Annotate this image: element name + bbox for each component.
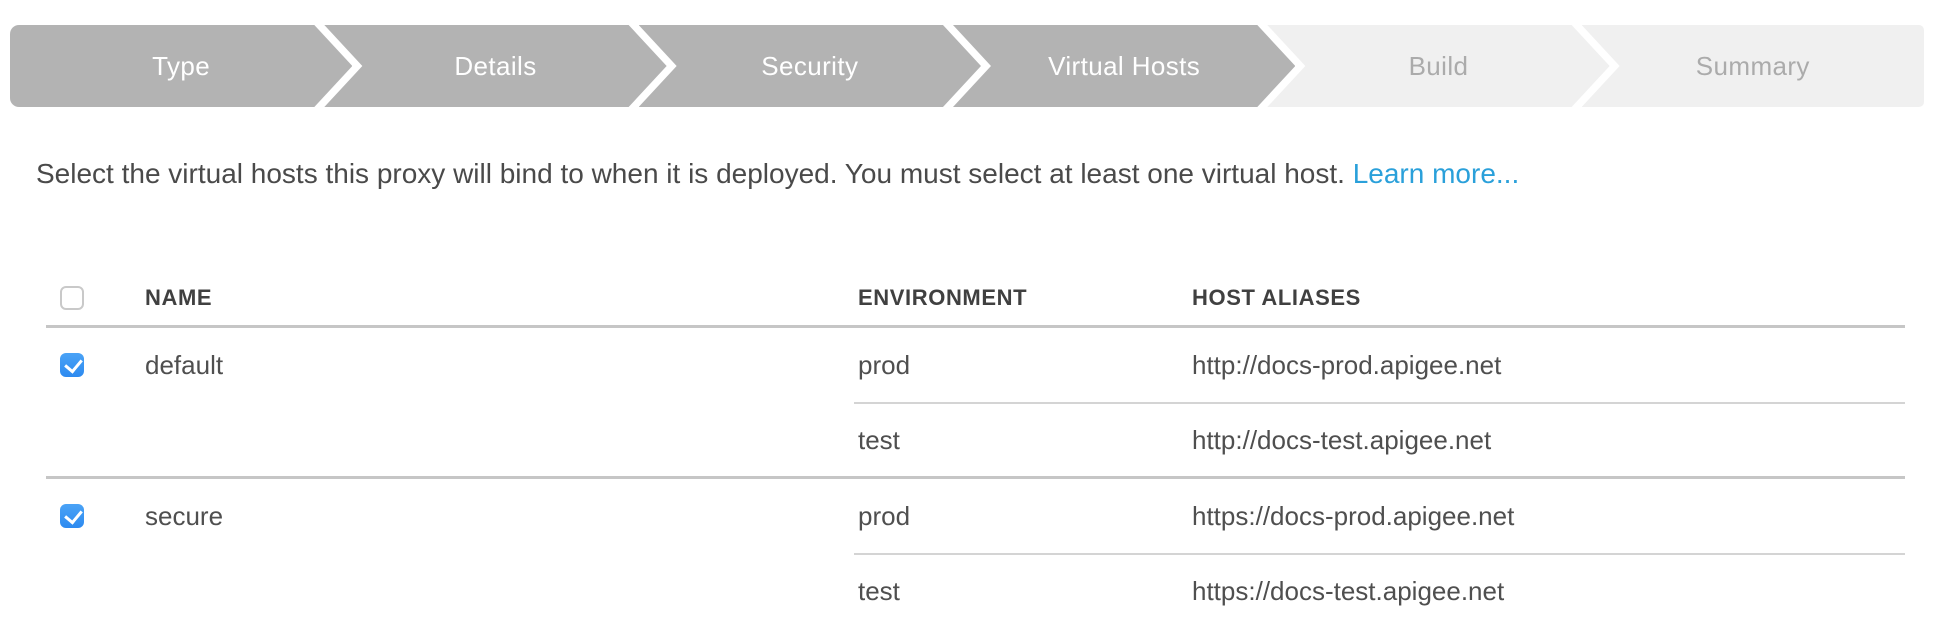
step-details[interactable]: Details (324, 25, 666, 107)
table-header-row: NAME ENVIRONMENT HOST ALIASES (46, 270, 1905, 328)
column-header-host-aliases: HOST ALIASES (1192, 284, 1361, 310)
row-checkbox-cell (46, 328, 145, 377)
environment-row: prod http://docs-prod.apigee.net (854, 328, 1905, 402)
row-checkbox-cell (46, 479, 145, 528)
learn-more-link[interactable]: Learn more... (1352, 158, 1520, 189)
host-alias-value: http://docs-test.apigee.net (1192, 424, 1492, 455)
virtual-host-name: default (145, 349, 224, 380)
virtual-host-secure-checkbox[interactable] (60, 504, 84, 528)
step-virtual-hosts-label: Virtual Hosts (1048, 50, 1201, 81)
step-build-label: Build (1408, 50, 1469, 81)
host-alias-value: https://docs-prod.apigee.net (1192, 500, 1515, 531)
step-build: Build (1267, 25, 1609, 107)
environment-row: test http://docs-test.apigee.net (854, 402, 1905, 476)
step-summary-label: Summary (1695, 50, 1810, 81)
table-row: secure prod https://docs-prod.apigee.net… (46, 479, 1905, 627)
column-header-name: NAME (145, 284, 213, 310)
step-type-label: Type (152, 50, 211, 81)
step-details-label: Details (454, 50, 537, 81)
environment-row: prod https://docs-prod.apigee.net (854, 479, 1905, 553)
select-all-checkbox[interactable] (60, 285, 84, 310)
step-type[interactable]: Type (10, 25, 352, 107)
step-security-label: Security (761, 50, 859, 81)
host-alias-value: https://docs-test.apigee.net (1192, 575, 1505, 606)
step-security[interactable]: Security (639, 25, 981, 107)
host-alias-value: http://docs-prod.apigee.net (1192, 349, 1502, 380)
virtual-host-default-checkbox[interactable] (60, 353, 84, 377)
step-summary: Summary (1581, 25, 1924, 107)
environment-value: prod (858, 349, 911, 380)
step-virtual-hosts[interactable]: Virtual Hosts (953, 25, 1295, 107)
select-all-cell (46, 285, 145, 310)
step-description: Select the virtual hosts this proxy will… (36, 159, 1909, 189)
wizard-stepper: Type Details Security Virtual Hosts Buil… (10, 25, 1924, 107)
environment-value: prod (858, 500, 911, 531)
environment-subrows: prod http://docs-prod.apigee.net test ht… (854, 328, 1905, 476)
virtual-host-name: secure (145, 500, 224, 531)
column-header-environment: ENVIRONMENT (858, 284, 1028, 310)
virtual-hosts-table: NAME ENVIRONMENT HOST ALIASES default pr… (46, 270, 1905, 627)
environment-subrows: prod https://docs-prod.apigee.net test h… (854, 479, 1905, 627)
environment-value: test (858, 424, 900, 455)
environment-row: test https://docs-test.apigee.net (854, 553, 1905, 627)
table-row: default prod http://docs-prod.apigee.net… (46, 328, 1905, 479)
description-text: Select the virtual hosts this proxy will… (36, 158, 1345, 189)
environment-value: test (858, 575, 900, 606)
